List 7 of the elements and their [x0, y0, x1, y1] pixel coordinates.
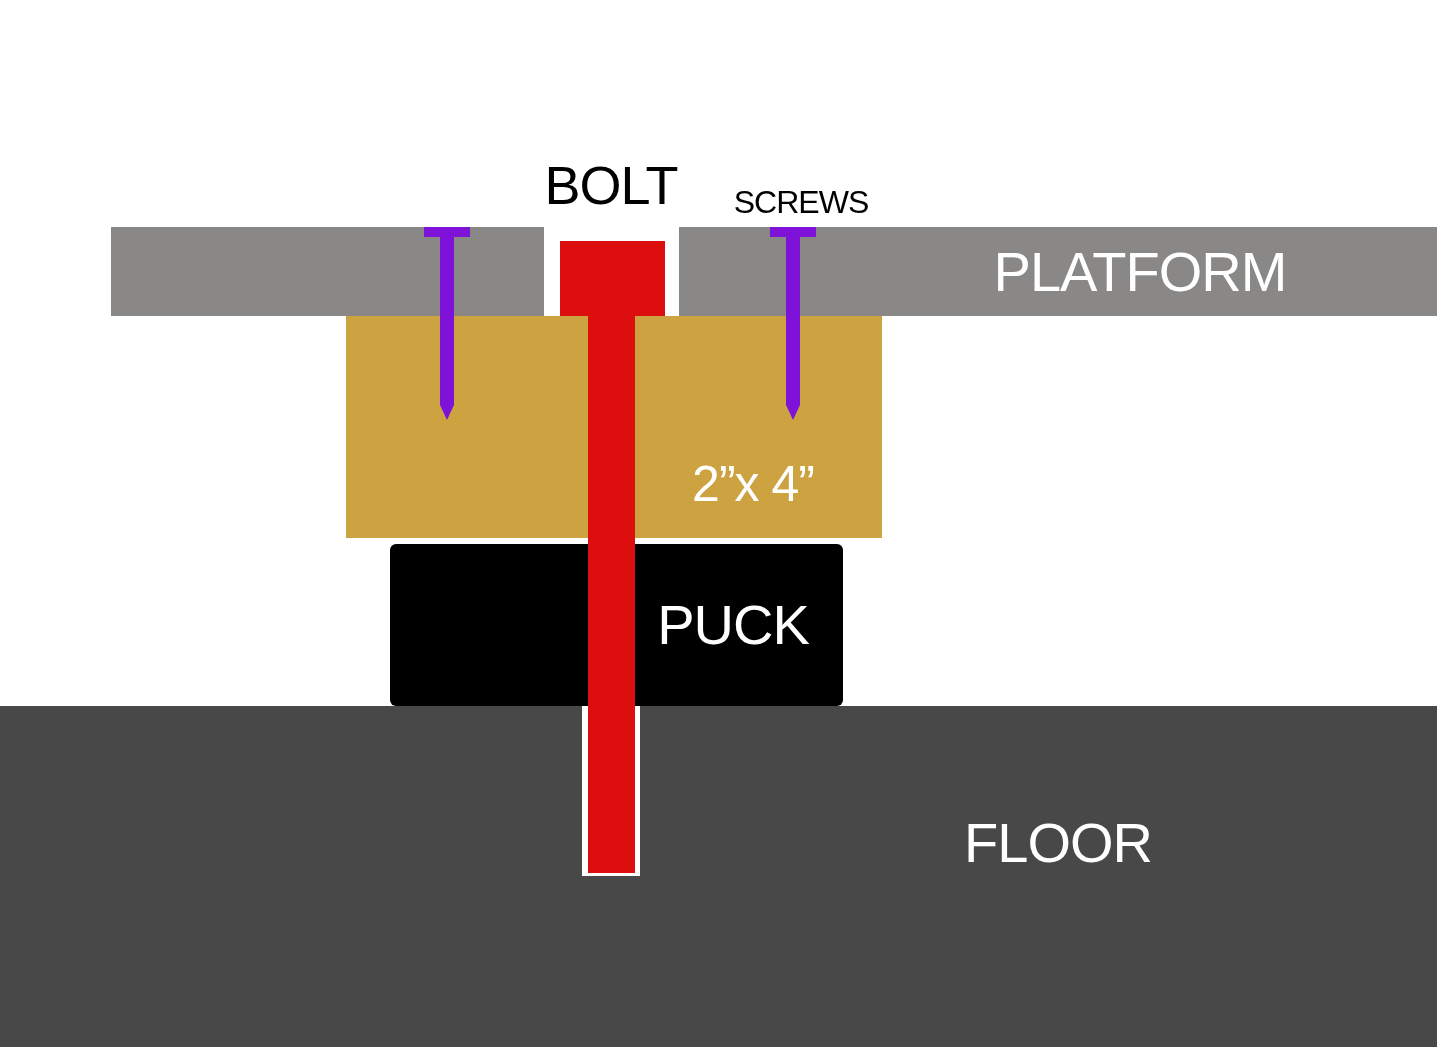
puck-label: PUCK	[657, 597, 809, 653]
screws-label: SCREWS	[733, 186, 869, 218]
block-size-label: 2”x 4”	[692, 459, 814, 509]
platform-label: PLATFORM	[993, 244, 1287, 300]
floor-label: FLOOR	[964, 815, 1152, 871]
bolt-label: BOLT	[544, 158, 678, 212]
floor-slab	[0, 706, 1437, 1047]
